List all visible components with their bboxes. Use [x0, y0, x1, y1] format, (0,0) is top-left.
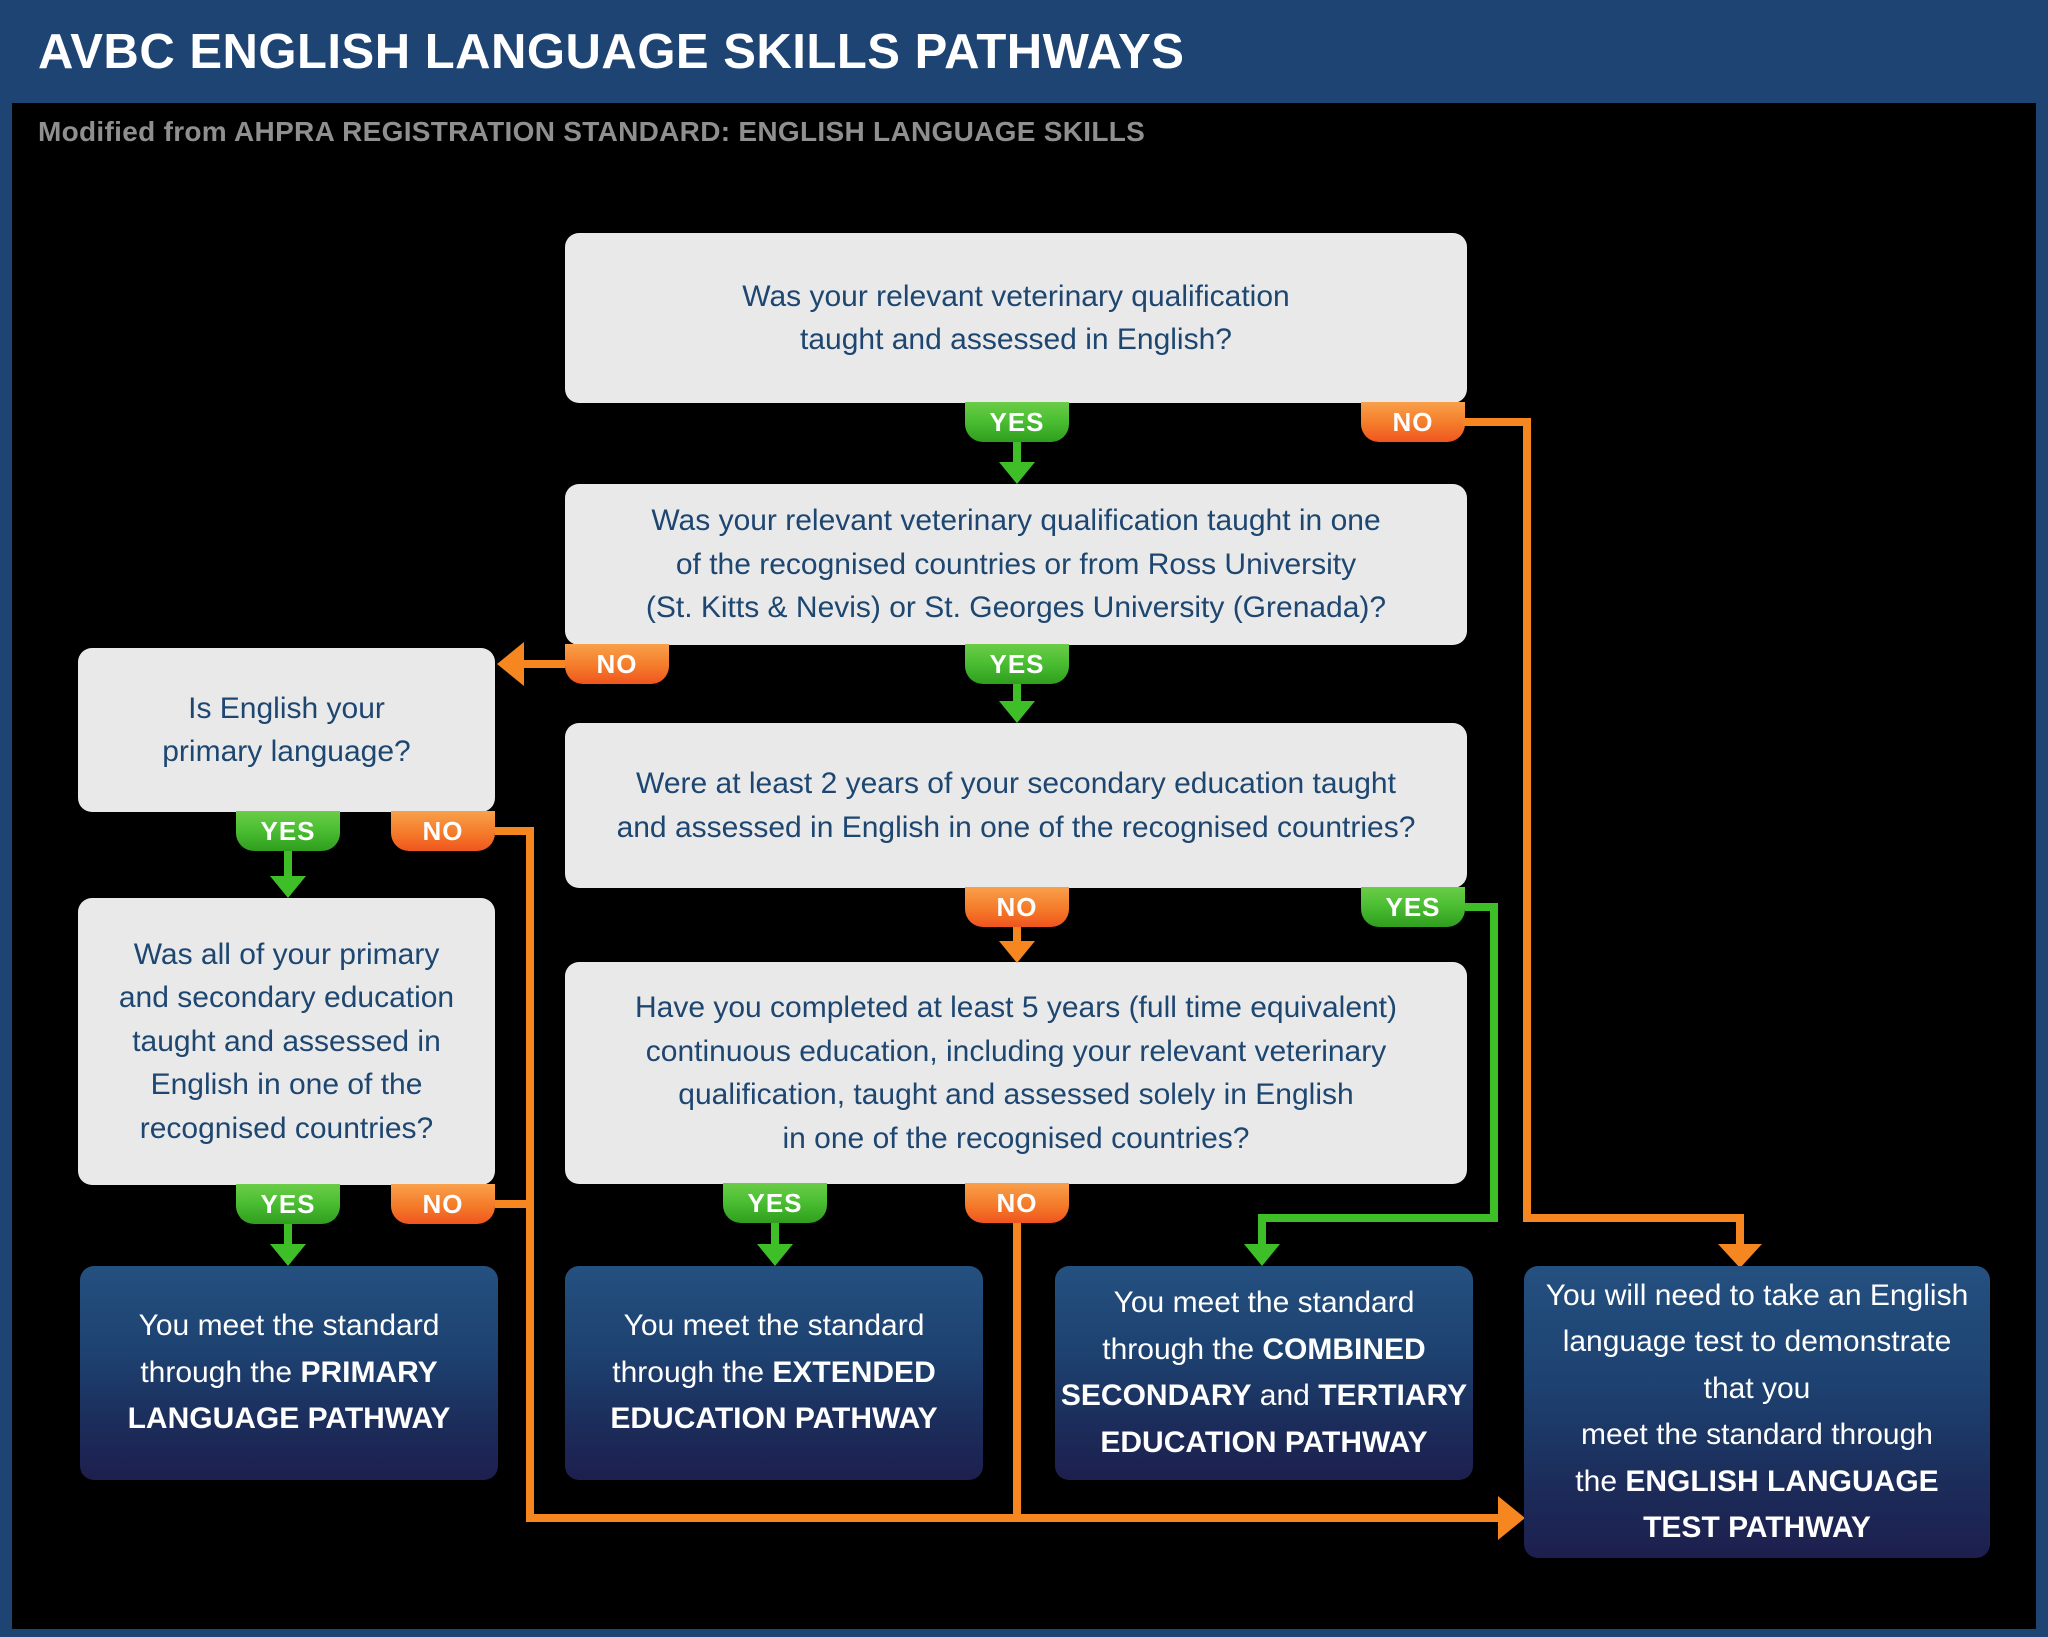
result-line: You meet the standard — [1113, 1286, 1415, 1319]
tag-q3-no: NO — [965, 887, 1069, 927]
result-line: TEST PATHWAY — [1643, 1511, 1871, 1544]
result-line: You meet the standard — [138, 1309, 440, 1343]
tag-all-education-no: NO — [391, 1184, 495, 1224]
tag-primary-language-no: NO — [391, 811, 495, 851]
result-line: through the COMBINED — [1102, 1332, 1426, 1366]
result-line: language test to demonstrate — [1562, 1325, 1952, 1358]
connector-q4no-vertical — [1013, 1223, 1021, 1522]
connector-left-no-vertical — [526, 827, 534, 1522]
result-line: EDUCATION PATHWAY — [610, 1402, 938, 1436]
question-box-primary-language: Is English your primary language? — [78, 648, 495, 812]
result-line: that you — [1703, 1371, 1811, 1405]
connector-l2yes-stem — [284, 1224, 292, 1244]
connector-q1no-drop — [1736, 1214, 1744, 1244]
question-text-q1: Was your relevant veterinary qualificati… — [742, 279, 1290, 357]
arrowhead-q4yes-down — [757, 1244, 793, 1266]
header-bar: AVBC ENGLISH LANGUAGE SKILLS PATHWAYS — [0, 0, 2048, 103]
connector-q2no-stem — [523, 660, 565, 668]
arrowhead-l1yes-down — [270, 876, 306, 898]
result-line: through the PRIMARY — [140, 1355, 438, 1389]
tag-q3-yes: YES — [1361, 887, 1465, 927]
arrowhead-test-right — [1498, 1496, 1525, 1540]
connector-q1yes-stem — [1013, 442, 1021, 462]
arrowhead-q2yes-down — [999, 701, 1035, 723]
connector-q3yes-out — [1465, 903, 1498, 911]
connector-q1no-horizontal — [1523, 1214, 1744, 1222]
subtitle: Modified from AHPRA REGISTRATION STANDAR… — [38, 116, 1146, 147]
question-box-q2: Was your relevant veterinary qualificati… — [565, 484, 1467, 645]
tag-primary-language-yes: YES — [236, 811, 340, 851]
connector-l2no-out — [495, 1200, 534, 1208]
connector-q2yes-stem — [1013, 684, 1021, 701]
result-box-english-test-pathway: You will need to take an English languag… — [1524, 1266, 1990, 1558]
tag-q2-no: NO — [565, 644, 669, 684]
connector-q1no-out — [1463, 418, 1531, 426]
result-line: meet the standard through — [1581, 1418, 1933, 1451]
result-box-extended-education-pathway: You meet the standard through the EXTEND… — [565, 1266, 983, 1480]
result-box-primary-language-pathway: You meet the standard through the PRIMAR… — [80, 1266, 498, 1480]
result-box-combined-pathway: You meet the standard through the COMBIN… — [1055, 1266, 1473, 1480]
question-box-all-education: Was all of your primary and secondary ed… — [78, 898, 495, 1185]
connector-q3yes-horizontal — [1262, 1214, 1498, 1222]
result-line: You meet the standard — [623, 1309, 925, 1343]
frame-border-left — [0, 0, 12, 1637]
frame-border-right — [2036, 0, 2048, 1637]
connector-bottom-horizontal — [526, 1514, 1498, 1522]
question-text-q2: Was your relevant veterinary qualificati… — [645, 504, 1387, 625]
tag-q4-yes: YES — [723, 1183, 827, 1223]
connector-q3yes-drop — [1258, 1214, 1266, 1244]
tag-all-education-yes: YES — [236, 1184, 340, 1224]
question-text-all-education: Was all of your primary and secondary ed… — [118, 937, 455, 1145]
question-text-q3: Were at least 2 years of your secondary … — [616, 767, 1416, 844]
arrowhead-q3no-down — [999, 941, 1035, 963]
tag-q4-no: NO — [965, 1183, 1069, 1223]
result-line: LANGUAGE PATHWAY — [127, 1402, 451, 1436]
arrowhead-q1yes-down — [999, 462, 1035, 484]
result-line: the ENGLISH LANGUAGE — [1575, 1464, 1939, 1498]
question-text-primary-language: Is English your primary language? — [162, 691, 411, 769]
footer-bar — [0, 1629, 2048, 1637]
connector-q3yes-vertical — [1490, 903, 1498, 1222]
connector-q3no-stem — [1013, 927, 1021, 941]
page-title: AVBC ENGLISH LANGUAGE SKILLS PATHWAYS — [38, 24, 1185, 79]
arrowhead-combined-down — [1244, 1244, 1280, 1266]
connector-q1no-vertical — [1523, 418, 1531, 1222]
tag-q2-yes: YES — [965, 644, 1069, 684]
tag-q1-no: NO — [1361, 402, 1465, 442]
result-line: EDUCATION PATHWAY — [1100, 1425, 1428, 1459]
question-text-q4: Have you completed at least 5 years (ful… — [634, 991, 1398, 1155]
arrowhead-q2no-left — [497, 642, 524, 686]
result-line: You will need to take an English — [1545, 1278, 1969, 1312]
question-box-q1: Was your relevant veterinary qualificati… — [565, 233, 1467, 403]
tag-q1-yes: YES — [965, 402, 1069, 442]
connector-l1yes-stem — [284, 851, 292, 876]
connector-l1no-out — [495, 827, 534, 835]
result-line: through the EXTENDED — [612, 1355, 936, 1389]
question-box-q3: Were at least 2 years of your secondary … — [565, 723, 1467, 888]
arrowhead-l2yes-down — [270, 1244, 306, 1266]
arrowhead-test-down — [1718, 1244, 1762, 1268]
result-line: SECONDARY and TERTIARY — [1060, 1379, 1468, 1412]
connector-q4yes-stem — [771, 1223, 779, 1244]
question-box-q4: Have you completed at least 5 years (ful… — [565, 962, 1467, 1184]
